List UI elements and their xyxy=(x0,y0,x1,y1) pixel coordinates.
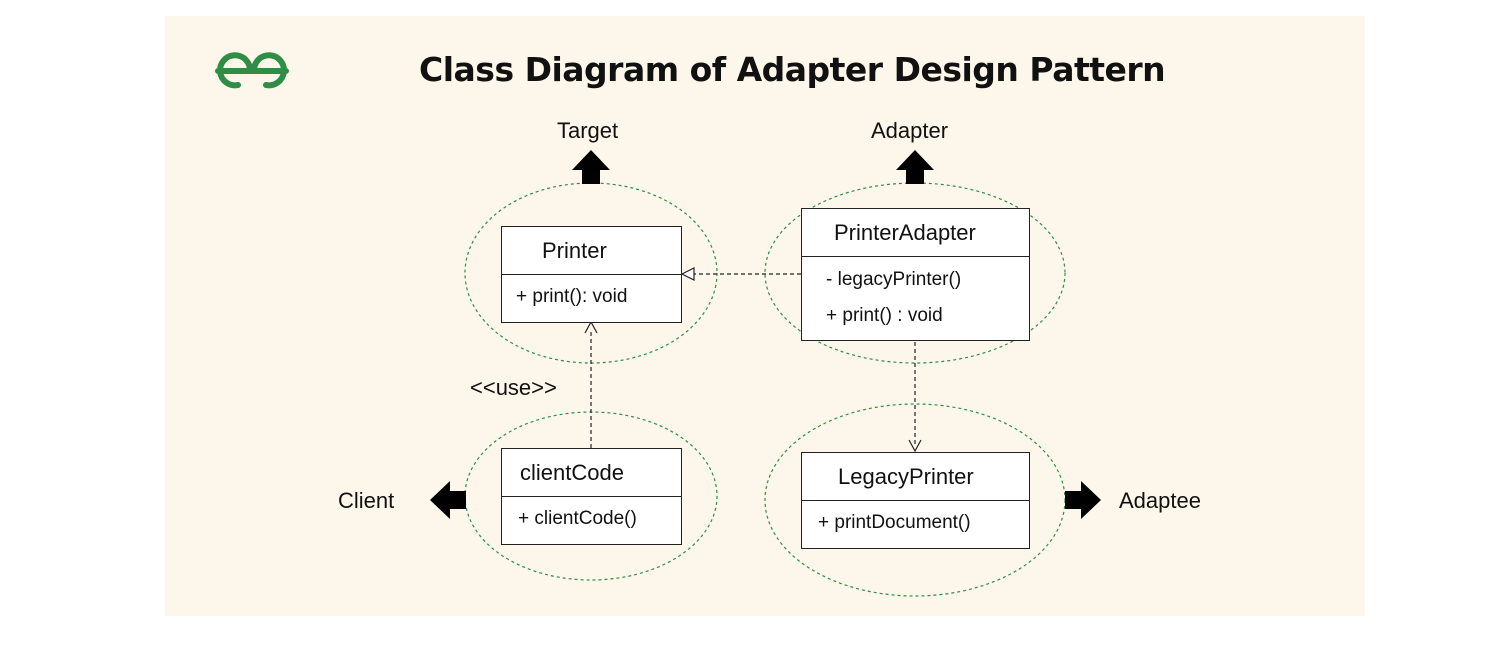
class-box-printer-adapter: PrinterAdapter - legacyPrinter() + print… xyxy=(801,208,1030,341)
realization-arrowhead-icon xyxy=(680,267,695,281)
diagram-panel xyxy=(165,16,1365,616)
role-label-adapter: Adapter xyxy=(871,118,949,143)
role-label-client: Client xyxy=(338,488,395,513)
class-member: + print(): void xyxy=(516,286,628,307)
role-label-target: Target xyxy=(557,118,619,143)
class-name: Printer xyxy=(502,227,681,275)
brand-logo xyxy=(215,52,289,89)
class-member: + print() : void xyxy=(826,305,943,326)
adapter-group-ellipse xyxy=(764,182,1066,364)
class-box-legacy-printer: LegacyPrinter + printDocument() xyxy=(801,452,1030,549)
target-role-arrow-icon xyxy=(572,150,610,184)
class-member: - legacyPrinter() xyxy=(826,269,962,290)
adapter-role-arrow-icon xyxy=(896,150,934,184)
adaptee-arrowhead-icon xyxy=(908,439,922,453)
role-label-adaptee: Adaptee xyxy=(1119,488,1201,513)
class-member: + clientCode() xyxy=(518,508,637,529)
class-box-printer: Printer + print(): void xyxy=(501,226,682,323)
use-arrowhead-icon xyxy=(584,320,598,334)
adaptee-role-arrow-icon xyxy=(1065,481,1101,519)
class-name: PrinterAdapter xyxy=(802,209,1029,257)
class-box-client-code: clientCode + clientCode() xyxy=(501,448,682,545)
class-name: LegacyPrinter xyxy=(802,453,1029,501)
use-stereotype-label: <<use>> xyxy=(470,375,557,400)
page-title: Class Diagram of Adapter Design Pattern xyxy=(419,50,1166,89)
class-member: + printDocument() xyxy=(818,512,971,533)
class-name: clientCode xyxy=(502,449,681,497)
client-role-arrow-icon xyxy=(430,481,466,519)
